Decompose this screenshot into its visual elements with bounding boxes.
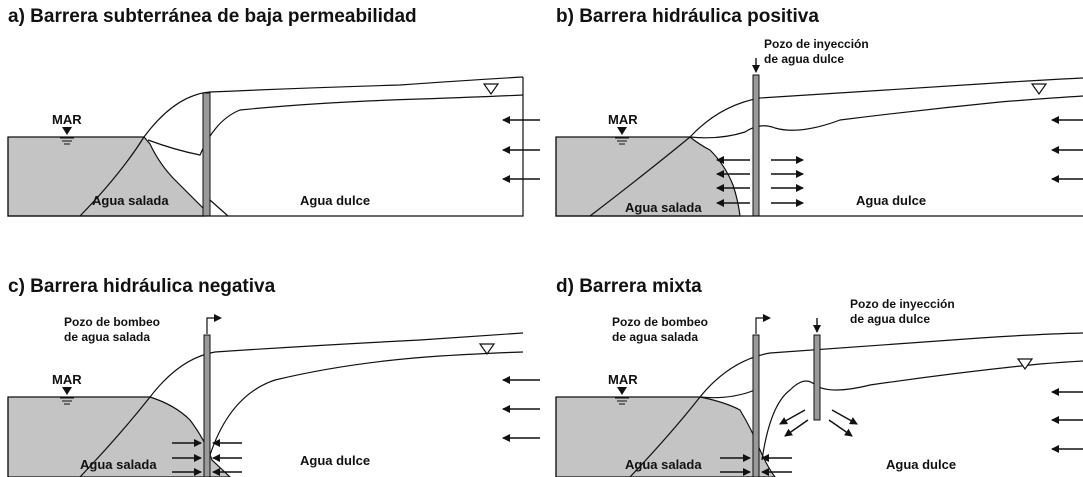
water-table-icon: [1030, 83, 1048, 96]
pump-pipe: [755, 317, 766, 334]
sea-label: MAR: [52, 112, 82, 127]
salt-interface: [79, 136, 145, 217]
interface-line: [209, 351, 524, 456]
salt-interface: [629, 396, 701, 477]
sea-level-icon: [615, 387, 629, 405]
pump-arrow-icon: [214, 314, 222, 322]
aquifer-box: [555, 137, 1083, 217]
sea-label: MAR: [608, 372, 638, 387]
injection-well: [813, 334, 821, 421]
injection-well-label: Pozo de inyección: [850, 297, 955, 311]
aquifer-box: [7, 77, 524, 217]
water-table: [699, 332, 1083, 398]
outflow-arrow: [784, 419, 809, 437]
injection-well: [752, 74, 760, 217]
interface-line: [761, 360, 1083, 461]
freshwater-label: Agua dulce: [856, 193, 926, 208]
sea-level-icon: [60, 127, 74, 145]
barrier-wall: [202, 92, 211, 217]
panel-a-title: a) Barrera subterránea de baja permeabil…: [8, 6, 417, 27]
water-table: [149, 332, 524, 398]
panel-a: a) Barrera subterránea de baja permeabil…: [7, 6, 540, 217]
outflow-arrow: [828, 419, 853, 437]
water-table: [143, 76, 524, 138]
water-table-icon: [482, 83, 500, 96]
pumping-well: [203, 334, 211, 477]
saltwater-label: Agua salada: [625, 200, 702, 215]
well-label: Pozo de bombeo: [64, 315, 160, 329]
panel-c: c) Barrera hidráulica negativa MAR Agua …: [7, 276, 540, 477]
panel-b: b) Barrera hidráulica positiva MAR Agua …: [555, 6, 1083, 217]
freshwater-label: Agua dulce: [300, 193, 370, 208]
salt-interface: [79, 396, 151, 477]
water-table-icon: [1016, 358, 1034, 371]
pump-pipe: [206, 317, 217, 334]
panel-d: d) Barrera mixta MAR Agua salada Agua du…: [555, 276, 1083, 477]
saltwater-region: [7, 396, 231, 477]
water-table: [689, 77, 1083, 138]
well-label: de agua salada: [64, 330, 150, 344]
outflow-arrow: [831, 409, 858, 425]
barrier-toe: [209, 199, 229, 217]
pump-well-label: de agua salada: [612, 330, 698, 344]
panel-c-title: c) Barrera hidráulica negativa: [8, 276, 276, 297]
saltwater-label: Agua salada: [92, 193, 169, 208]
freshwater-label: Agua dulce: [886, 457, 956, 472]
interface-line: [689, 95, 1083, 139]
saltwater-label: Agua salada: [625, 457, 702, 472]
pump-arrow-icon: [763, 314, 771, 322]
salt-interface: [589, 136, 691, 217]
pumping-well: [752, 334, 760, 477]
water-table-icon: [478, 343, 496, 356]
sea-label: MAR: [608, 112, 638, 127]
outflow-arrow: [779, 409, 806, 425]
saltwater-region: [555, 396, 776, 477]
well-label: de agua dulce: [764, 52, 844, 66]
panel-d-title: d) Barrera mixta: [556, 276, 702, 297]
injection-well-label: de agua dulce: [850, 312, 930, 326]
sea-level-icon: [60, 387, 74, 405]
sea-label: MAR: [52, 372, 82, 387]
panel-b-title: b) Barrera hidráulica positiva: [556, 6, 819, 27]
interface-line: [147, 94, 524, 156]
interface-line: [699, 389, 756, 399]
saltwater-region: [555, 136, 741, 217]
sea-level-icon: [615, 127, 629, 145]
saltwater-label: Agua salada: [80, 457, 157, 472]
well-label: Pozo de inyección: [764, 37, 869, 51]
freshwater-label: Agua dulce: [300, 453, 370, 468]
pump-well-label: Pozo de bombeo: [612, 315, 708, 329]
